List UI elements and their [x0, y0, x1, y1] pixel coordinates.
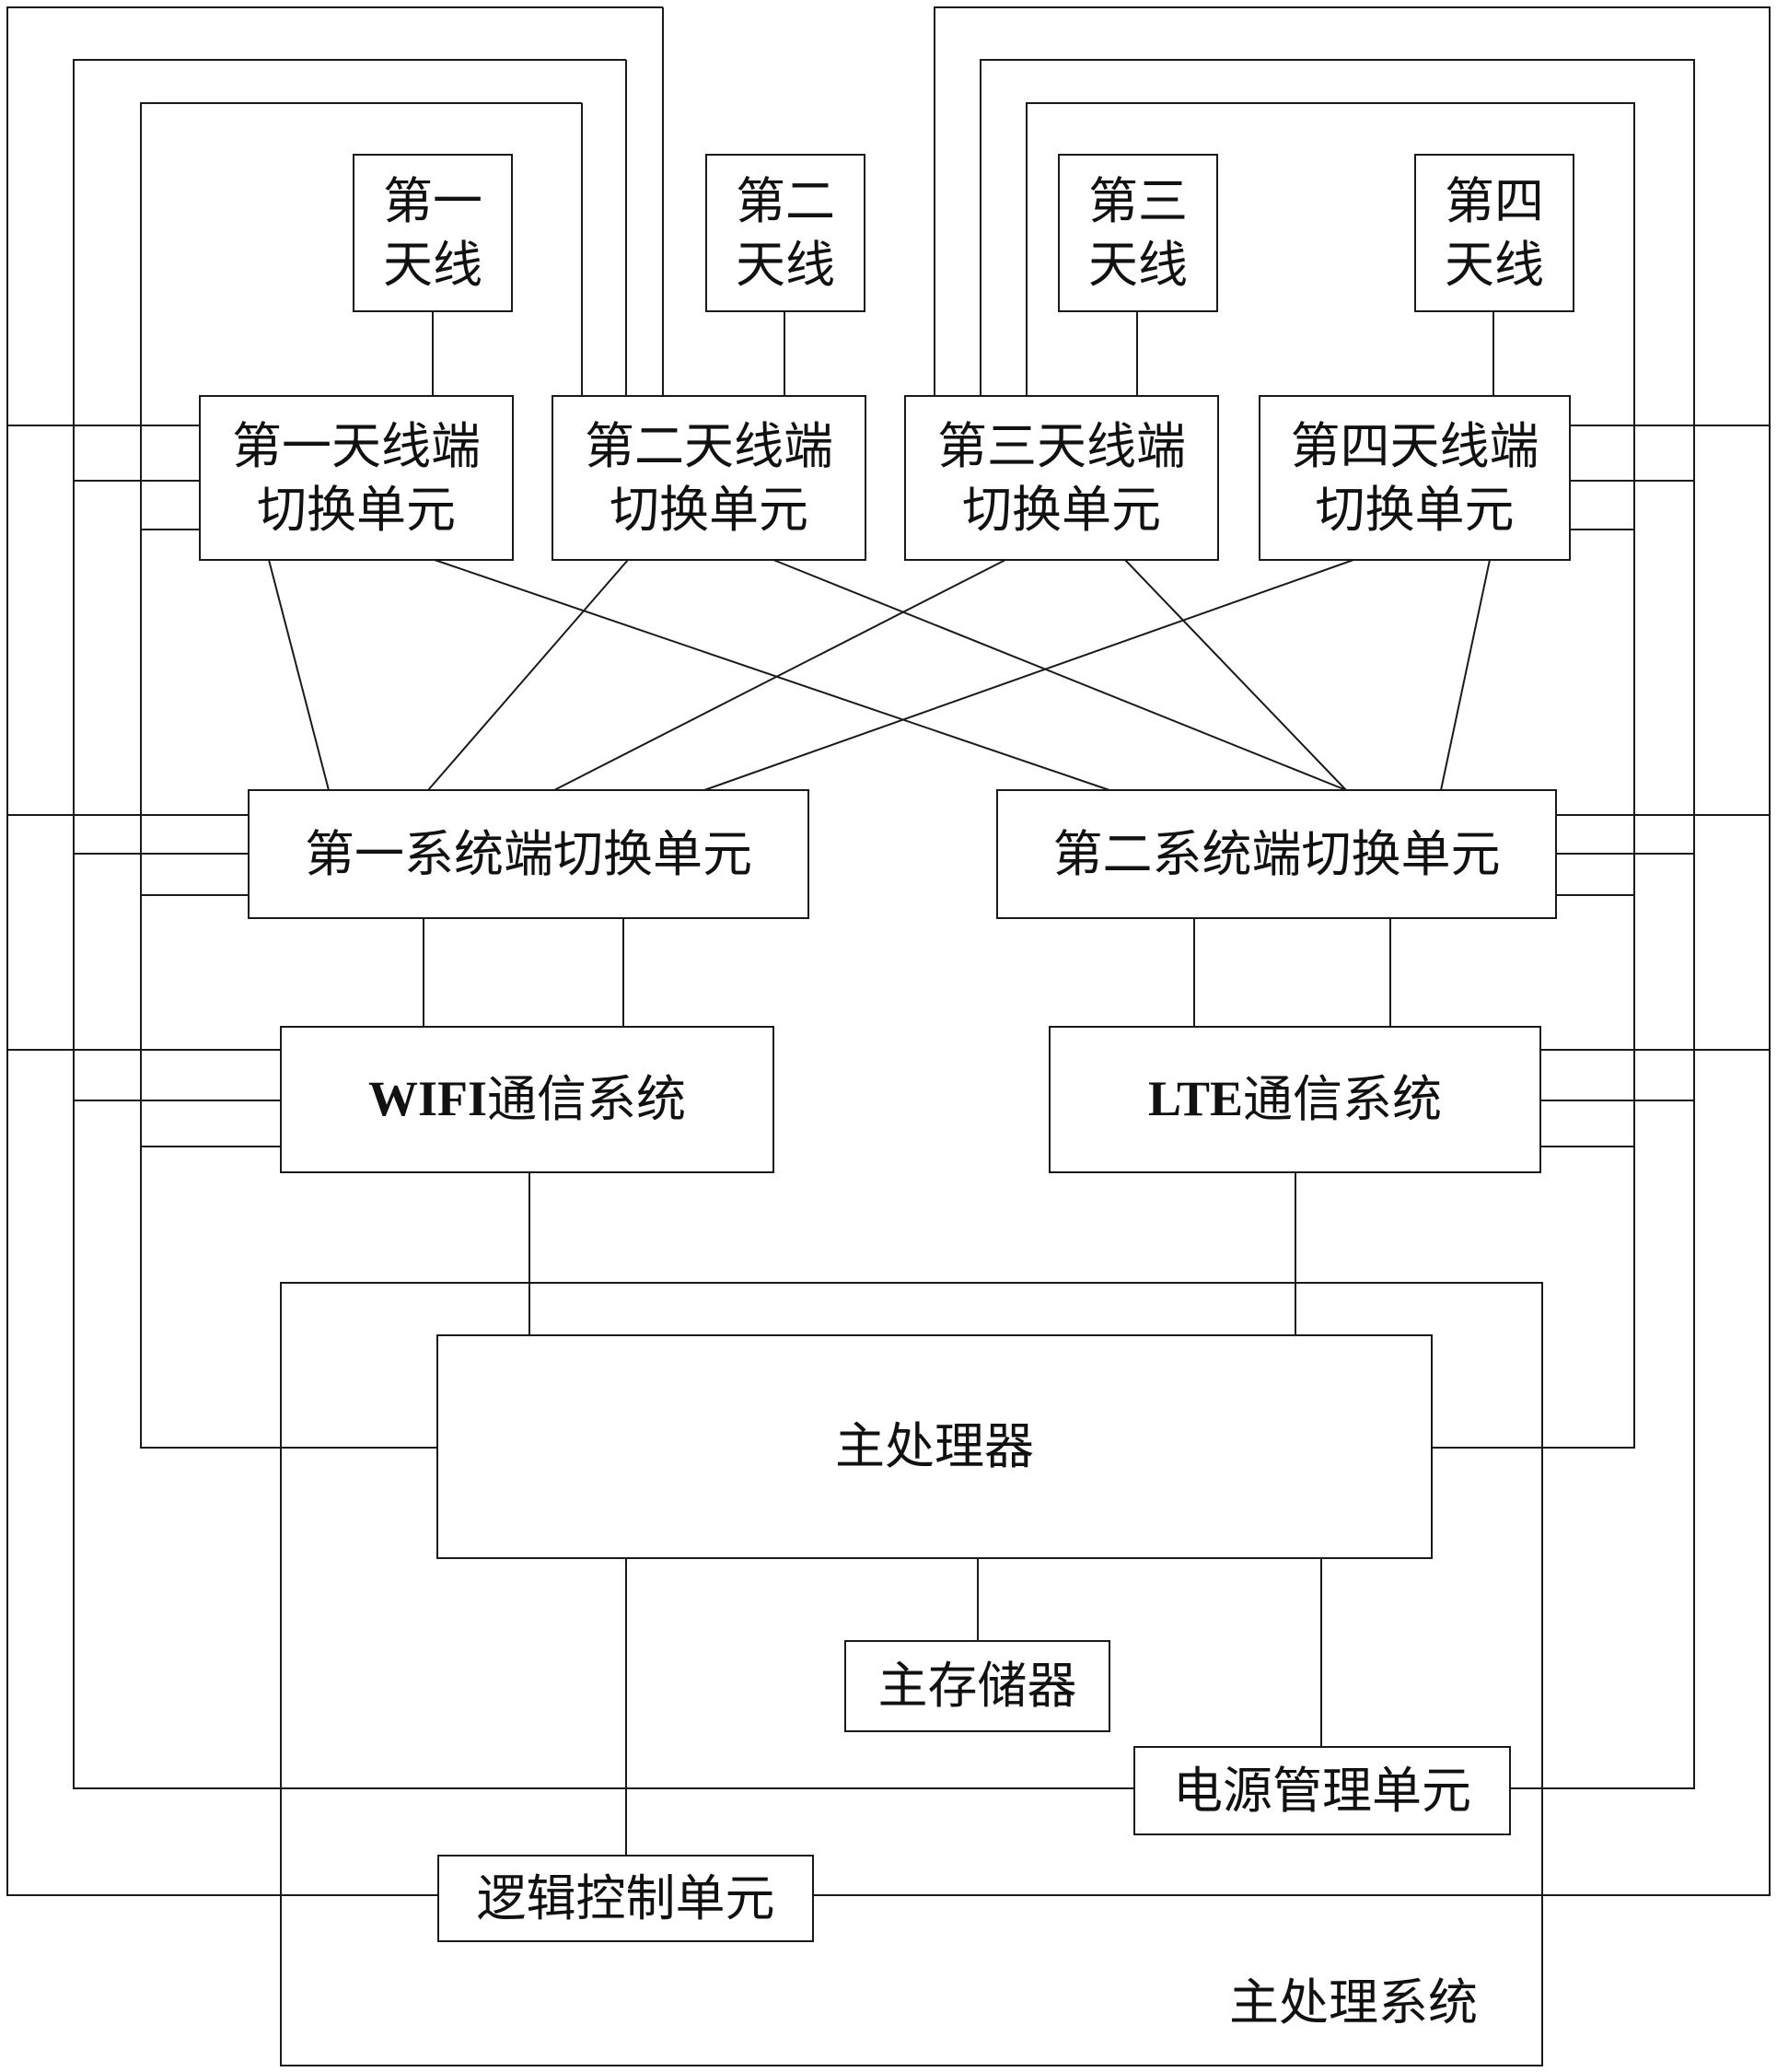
system-switch-1-label: 第一系统端切换单元 [305, 824, 752, 883]
cross-a1-s2 [434, 559, 1110, 791]
power-label: 电源管理单元 [1173, 1761, 1471, 1820]
antenna-1-label: 第一天线 [383, 171, 482, 294]
system-switch-2-box [996, 789, 1557, 919]
system-switch-1-box [248, 789, 809, 919]
cross-a2-s2 [772, 559, 1347, 791]
logic-box [437, 1855, 814, 1942]
antenna-3-label: 第三天线 [1088, 171, 1188, 294]
main-system-box [280, 1282, 1543, 2066]
antenna-switch-4-box [1259, 395, 1571, 561]
memory-label: 主存储器 [877, 1657, 1077, 1716]
cross-a3-s1 [553, 559, 1006, 791]
right-bus-middle [980, 59, 1695, 1789]
antenna-switch-3-label: 第三天线端切换单元 [937, 416, 1186, 539]
antenna-switch-2-box [552, 395, 866, 561]
memory-box [844, 1640, 1110, 1732]
antenna-3-box [1058, 154, 1218, 312]
wifi-system-box [280, 1026, 774, 1173]
cross-a3-s2 [1124, 559, 1347, 791]
antenna-switch-1-box [199, 395, 514, 561]
left-bus-middle [73, 59, 1134, 1789]
lte-system-box [1049, 1026, 1541, 1173]
cross-a4-s2 [1440, 559, 1491, 791]
logic-label: 逻辑控制单元 [476, 1868, 775, 1927]
antenna-1-box [353, 154, 513, 312]
antenna-switch-4-label: 第四天线端切换单元 [1290, 416, 1539, 539]
power-box [1133, 1746, 1511, 1835]
antenna-switch-1-label: 第一天线端切换单元 [232, 416, 481, 539]
processor-box [436, 1334, 1433, 1559]
antenna-4-label: 第四天线 [1445, 171, 1544, 294]
right-bus-inner [1026, 102, 1635, 1449]
antenna-switch-3-box [904, 395, 1219, 561]
cross-a2-s1 [427, 559, 629, 791]
system-switch-2-label: 第二系统端切换单元 [1052, 824, 1501, 883]
antenna-2-box [705, 154, 865, 312]
antenna-2-label: 第二天线 [736, 171, 835, 294]
cross-a1-s1 [268, 559, 330, 791]
antenna-4-box [1414, 154, 1574, 312]
left-bus-outer [6, 6, 663, 1896]
processor-label: 主处理器 [835, 1417, 1034, 1476]
cross-a4-s1 [703, 559, 1354, 791]
antenna-switch-2-label: 第二天线端切换单元 [585, 416, 833, 539]
left-bus-inner [140, 102, 582, 1449]
main-system-label: 主处理系统 [1229, 1973, 1478, 2032]
right-bus-outer [812, 6, 1771, 1896]
